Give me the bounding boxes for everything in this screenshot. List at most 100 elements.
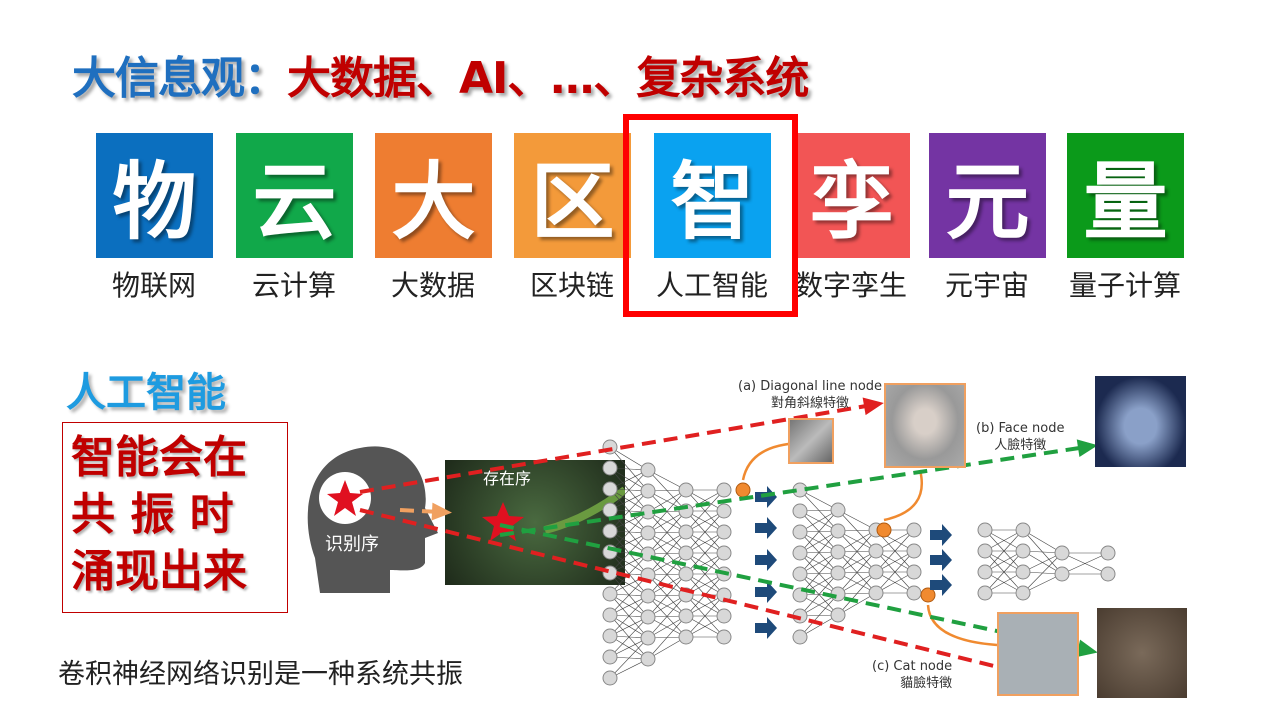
active-neuron: [735, 482, 751, 498]
connection: [799, 593, 839, 638]
neuron: [1054, 545, 1070, 561]
neuron: [602, 628, 618, 644]
connection: [799, 530, 839, 575]
caption: 卷积神经网络识别是一种系统共振: [58, 659, 463, 690]
green-dashed-arrow-head: [1076, 439, 1098, 458]
orange-link: [926, 604, 998, 647]
neuron: [716, 503, 732, 519]
connection: [875, 550, 915, 594]
connection: [647, 531, 687, 576]
neuron: [1015, 564, 1031, 580]
neuron: [868, 564, 884, 580]
arrow-icon: [755, 517, 777, 539]
neuron: [792, 629, 808, 645]
connection: [799, 551, 839, 596]
neuron: [830, 586, 846, 602]
neuron: [716, 608, 732, 624]
tile-3: 区: [514, 133, 631, 258]
connection: [647, 489, 687, 534]
diagonal-feature-image: [788, 418, 834, 464]
neuron: [906, 564, 922, 580]
cat-photo: [1097, 608, 1187, 698]
active-neuron: [920, 587, 936, 603]
connection: [984, 529, 1024, 573]
neuron: [830, 565, 846, 581]
arrow-icon: [755, 581, 777, 603]
connection: [609, 553, 649, 595]
neuron: [906, 585, 922, 601]
neuron: [640, 588, 656, 604]
arrow-icon: [930, 549, 952, 571]
connection: [984, 550, 1024, 594]
neuron: [640, 462, 656, 478]
neuron: [868, 543, 884, 559]
neuron: [640, 609, 656, 625]
neuron: [906, 543, 922, 559]
connection: [875, 529, 915, 573]
neuron: [1054, 566, 1070, 582]
red-dashed-arrow-head: [862, 397, 884, 416]
neuron: [977, 522, 993, 538]
connection: [1022, 529, 1063, 554]
connection: [647, 510, 687, 555]
red-dashed-arrow: [359, 508, 1011, 672]
photo-label: 存在序: [483, 469, 532, 488]
connection: [799, 572, 839, 617]
neuron: [640, 651, 656, 667]
connection: [1022, 552, 1063, 594]
head-label: 识别序: [325, 534, 379, 555]
neuron: [602, 523, 618, 539]
connection: [647, 573, 687, 618]
neuron: [640, 483, 656, 499]
section-title: 人工智能: [66, 370, 226, 416]
tile-label: 云计算: [251, 269, 336, 302]
neuron: [602, 460, 618, 476]
tile-label: 大数据: [390, 269, 475, 302]
highlight-frame: [623, 114, 798, 317]
neuron: [792, 566, 808, 582]
connection: [685, 510, 725, 554]
connection: [647, 615, 687, 660]
neuron: [792, 503, 808, 519]
neuron: [678, 482, 694, 498]
neuron: [640, 525, 656, 541]
tile-6: 元: [929, 133, 1046, 258]
neuron: [977, 585, 993, 601]
slide-title: 大信息观：大数据、AI、…、复杂系统: [72, 53, 809, 104]
neuron: [830, 544, 846, 560]
neuron: [602, 670, 618, 686]
neuron: [602, 502, 618, 518]
connection: [685, 594, 725, 638]
tile-label: 区块链: [529, 269, 614, 302]
neuron: [868, 585, 884, 601]
neuron: [1015, 522, 1031, 538]
neuron: [602, 586, 618, 602]
neuron: [602, 481, 618, 497]
green-dashed-arrow-head: [1076, 639, 1098, 658]
connection: [837, 550, 877, 595]
connection: [609, 490, 649, 532]
neuron: [792, 524, 808, 540]
arrow-icon: [930, 574, 952, 596]
connection: [609, 511, 649, 553]
neuron: [1015, 585, 1031, 601]
face-photo: [1095, 376, 1186, 467]
neuron: [678, 566, 694, 582]
green-dashed-arrow: [499, 523, 1087, 652]
neuron: [716, 482, 732, 498]
connection: [647, 552, 687, 597]
connection: [1061, 552, 1109, 575]
neuron: [716, 629, 732, 645]
orange-link: [883, 469, 923, 522]
neuron: [602, 649, 618, 665]
arrow-icon: [755, 617, 777, 639]
neuron: [678, 608, 694, 624]
tile-label: 数字孪生: [794, 269, 907, 302]
neuron: [602, 607, 618, 623]
connection: [609, 595, 649, 637]
connection: [647, 594, 687, 639]
connection: [609, 616, 649, 658]
tile-label: 物联网: [111, 269, 196, 302]
connection: [837, 529, 877, 574]
